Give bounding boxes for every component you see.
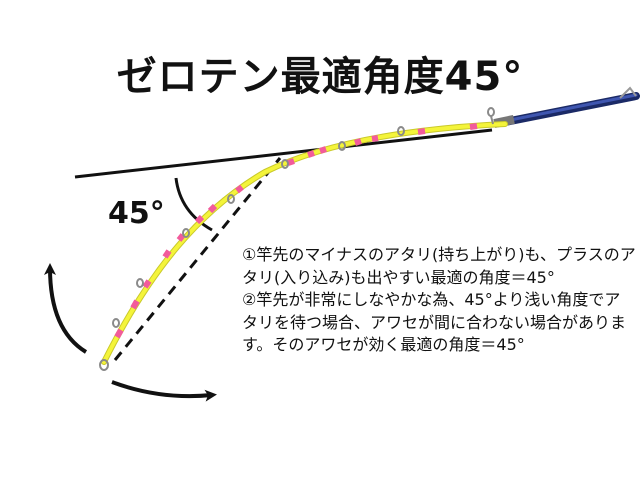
- tip-top-guide: [99, 359, 109, 371]
- guide-5: [281, 159, 289, 169]
- reference-line: [74, 128, 493, 179]
- rotation-arrow-right: [111, 380, 217, 402]
- guide-1: [112, 318, 120, 328]
- guide-8: [487, 107, 495, 117]
- rod-wraps: [114, 123, 478, 339]
- explanation-point-2: ②竿先が非常にしなやかな為、45°より浅い角度でアタリを待つ場合、アワセが間に合…: [242, 290, 627, 354]
- explanation-text: ①竿先のマイナスのアタリ(持ち上がり)も、プラスのアタリ(入り込み)も出やすい最…: [242, 244, 636, 357]
- guide-6: [338, 141, 346, 151]
- explanation-point-1: ①竿先のマイナスのアタリ(持ち上がり)も、プラスのアタリ(入り込み)も出やすい最…: [242, 245, 636, 287]
- guide-2: [136, 278, 144, 288]
- guide-4: [227, 194, 235, 204]
- dashed-45-line: [113, 157, 282, 361]
- guide-7: [397, 126, 405, 136]
- guide-3: [182, 228, 190, 238]
- angle-label: 45°: [108, 196, 165, 231]
- page-title: ゼロテン最適角度45°: [116, 54, 524, 100]
- angle-arc: [174, 177, 213, 232]
- rod-guides: [99, 107, 495, 371]
- rotation-arrow-up: [44, 263, 88, 354]
